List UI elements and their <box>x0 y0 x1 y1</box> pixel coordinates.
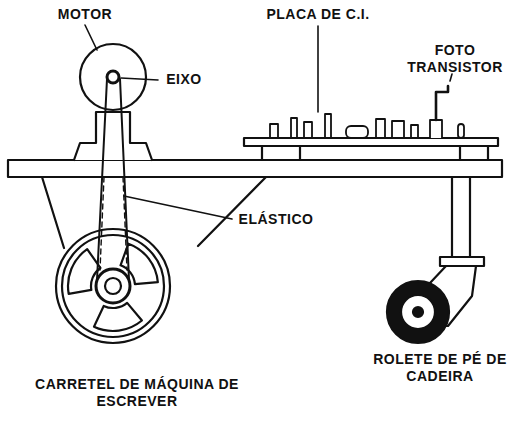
label-text: PLACA DE C.I. <box>266 6 369 22</box>
caster-plate <box>440 257 484 266</box>
leader-line <box>450 74 452 81</box>
motor-base <box>74 112 152 160</box>
part-label: PLACA DE C.I. <box>243 6 393 23</box>
reel-center <box>105 278 121 294</box>
leader-line <box>124 196 232 219</box>
main-beam <box>8 160 502 177</box>
leader-line <box>121 78 158 80</box>
reel-hub <box>96 269 130 303</box>
label-text: ROLETE DE PÉ DE CADEIRA <box>373 351 507 384</box>
label-text: ELÁSTICO <box>239 211 314 227</box>
reel-windows <box>68 244 158 331</box>
label-text: FOTO TRANSISTOR <box>407 42 503 75</box>
wheel-hub <box>401 295 435 329</box>
standoff <box>262 146 488 160</box>
label-text: MOTOR <box>58 6 112 22</box>
caster-post <box>452 177 470 257</box>
caster-wheel <box>387 281 449 343</box>
elastic-belt <box>97 79 129 280</box>
label-text: EIXO <box>166 71 201 87</box>
pcb <box>244 138 498 146</box>
part-label: EIXO <box>160 71 208 88</box>
frame-side <box>42 177 266 248</box>
part-label: ROLETE DE PÉ DE CADEIRA <box>370 351 510 385</box>
belt-hidden <box>100 177 127 270</box>
motor-shaft <box>107 71 119 83</box>
part-label: CARRETEL DE MÁQUINA DE ESCREVER <box>27 376 247 410</box>
part-label: MOTOR <box>45 6 125 23</box>
reel-rim <box>62 235 164 337</box>
label-text: CARRETEL DE MÁQUINA DE ESCREVER <box>35 376 239 409</box>
leader-line <box>317 26 319 112</box>
phototransistor <box>436 86 448 120</box>
motor-body <box>80 44 146 110</box>
reel-window <box>94 303 142 331</box>
part-label: ELÁSTICO <box>231 211 321 228</box>
wheel-axle <box>413 307 423 317</box>
part-label: FOTO TRANSISTOR <box>399 42 511 76</box>
leader-line <box>85 25 97 50</box>
reel-outer <box>56 229 170 343</box>
